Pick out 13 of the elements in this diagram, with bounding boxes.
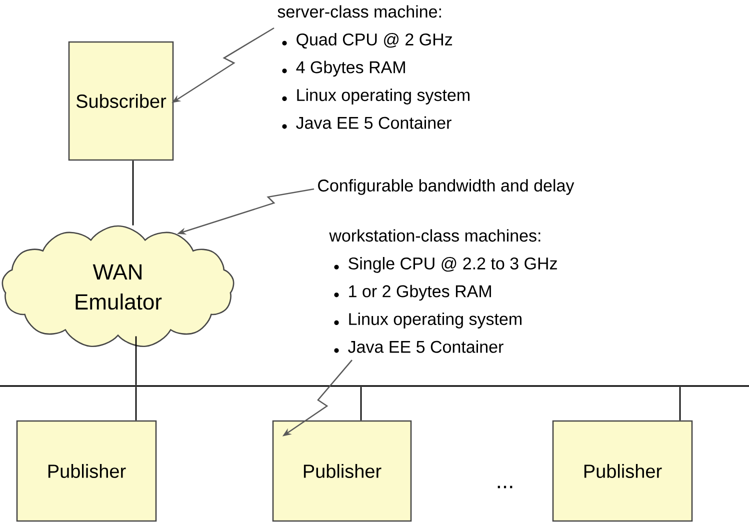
annotation-text: server-class machine: Quad CPU @ 2 GHz 4 Gbytes RAM Linux operating system Java EE 5 Container — [278, 5, 470, 129]
connector-line — [679, 387, 681, 420]
process-box: Subscriber — [68, 41, 174, 161]
connector-line — [135, 387, 137, 420]
process-box: Publisher — [272, 420, 412, 522]
process-box: Publisher — [16, 420, 157, 522]
connector-line — [132, 160, 134, 226]
ellipsis-text: ... — [498, 486, 512, 488]
connector-line — [360, 387, 362, 420]
connector-line — [135, 336, 137, 385]
process-box: Publisher — [552, 420, 693, 522]
annotation-text: Configurable bandwidth and delay — [318, 179, 574, 195]
annotation-text: workstation-class machines: Single CPU @ 2.2 to 3 GHz 1 or 2 Gbytes RAM Linux operating system Java EE 5 Container — [329, 229, 557, 353]
